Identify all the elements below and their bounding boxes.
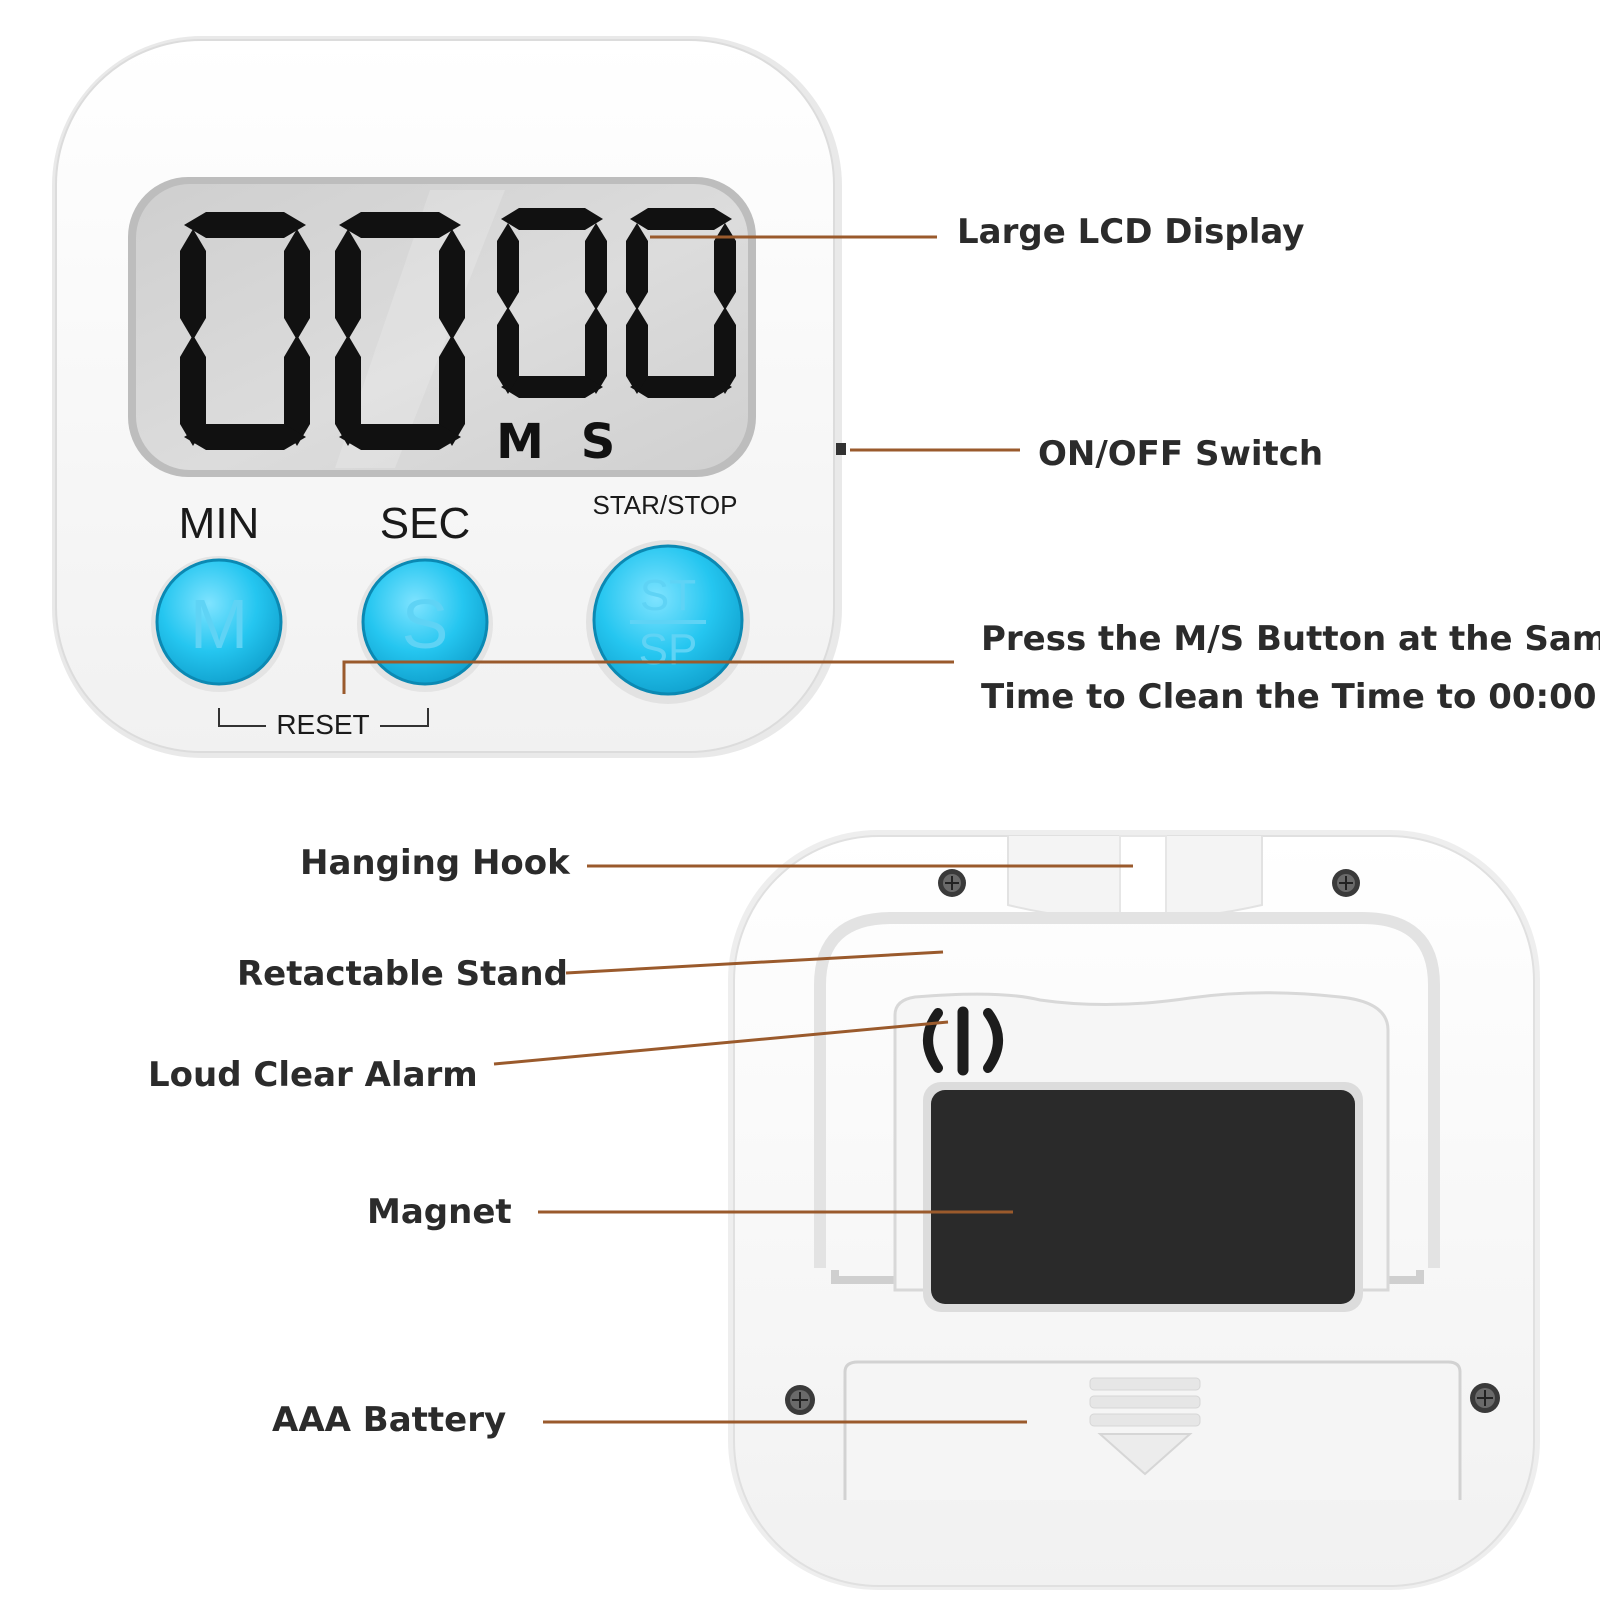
screw-icon-top-left (938, 869, 966, 897)
lcd-digit-2 (335, 212, 465, 450)
lcd-segment (335, 335, 361, 446)
lcd-segment (180, 335, 206, 446)
screw-icon-bottom-left (785, 1385, 815, 1415)
lcd-display: M S (128, 177, 756, 477)
lcd-segment (180, 229, 206, 340)
lcd-segment (714, 223, 736, 310)
start-stop-glyph-top: ST (640, 571, 696, 620)
sec-button-cap (361, 558, 489, 686)
lcd-segment (626, 307, 648, 394)
lcd-segment (184, 212, 306, 238)
callout-switch: ON/OFF Switch (1038, 434, 1324, 474)
lcd-digits (180, 208, 736, 450)
callout-lcd: Large LCD Display (957, 212, 1305, 252)
lcd-segment (585, 223, 607, 310)
lcd-segment (630, 208, 732, 230)
sec-button-glyph: S (402, 585, 449, 663)
start-stop-button[interactable]: ST SP (586, 540, 750, 704)
start-stop-button-label: STAR/STOP (593, 490, 738, 520)
speaker-grille (923, 1006, 1003, 1076)
reset-bracket: RESET (218, 708, 429, 740)
leader-lines (342, 235, 1133, 1424)
callout-battery: AAA Battery (272, 1400, 507, 1440)
callout-magnet: Magnet (367, 1192, 512, 1232)
lcd-segment (339, 424, 461, 450)
lcd-digit-3 (497, 208, 607, 398)
battery-cover-arrow-icon (1097, 1433, 1193, 1476)
lcd-digit-4 (626, 208, 736, 398)
lcd-segment (439, 335, 465, 446)
hanging-hook[interactable] (1007, 835, 1263, 921)
lcd-segment (284, 229, 310, 340)
leader-line-reset (342, 660, 954, 694)
min-button[interactable]: M (151, 556, 287, 692)
on-off-switch[interactable] (836, 443, 846, 455)
min-button-cap (155, 558, 283, 686)
sec-button[interactable]: S (357, 556, 493, 692)
lcd-segment (335, 229, 361, 340)
lcd-segment (630, 376, 732, 398)
min-button-label: MIN (179, 499, 260, 548)
magnet (931, 1090, 1355, 1304)
lcd-segment (714, 307, 736, 394)
lcd-segment (339, 212, 461, 238)
retractable-stand[interactable] (814, 912, 1440, 1268)
sec-button-label: SEC (380, 499, 470, 548)
screw-icon-top-right (1332, 869, 1360, 897)
reset-label: RESET (276, 709, 369, 740)
callout-reset-line-2: Time to Clean the Time to 00:00 (981, 677, 1597, 717)
timer-front: M S MIN SEC STAR/STOP M S ST SP (52, 36, 846, 758)
timer-back (728, 830, 1540, 1590)
callout-reset: Press the M/S Button at the Same Time to… (981, 610, 1600, 726)
callout-hook: Hanging Hook (300, 843, 570, 883)
lcd-unit-seconds: S (581, 414, 616, 470)
callout-stand: Retactable Stand (237, 954, 568, 994)
lcd-segment (439, 229, 465, 340)
callout-reset-line-1: Press the M/S Button at the Same (981, 619, 1600, 659)
screw-icon-bottom-right (1470, 1383, 1500, 1413)
lcd-segment (184, 424, 306, 450)
leader-line-stand (565, 950, 944, 975)
lcd-segment (497, 223, 519, 310)
lcd-segment (501, 376, 603, 398)
start-stop-glyph-bottom: SP (639, 625, 698, 674)
lcd-segment (497, 307, 519, 394)
callout-alarm: Loud Clear Alarm (148, 1055, 478, 1095)
lcd-digit-1 (180, 212, 310, 450)
min-button-glyph: M (190, 585, 248, 663)
leader-line-alarm (493, 1020, 949, 1066)
lcd-segment (585, 307, 607, 394)
lcd-unit-minutes: M (496, 414, 544, 470)
lcd-segment (626, 223, 648, 310)
lcd-segment (501, 208, 603, 230)
lcd-segment (284, 335, 310, 446)
battery-cover[interactable] (843, 1360, 1462, 1500)
